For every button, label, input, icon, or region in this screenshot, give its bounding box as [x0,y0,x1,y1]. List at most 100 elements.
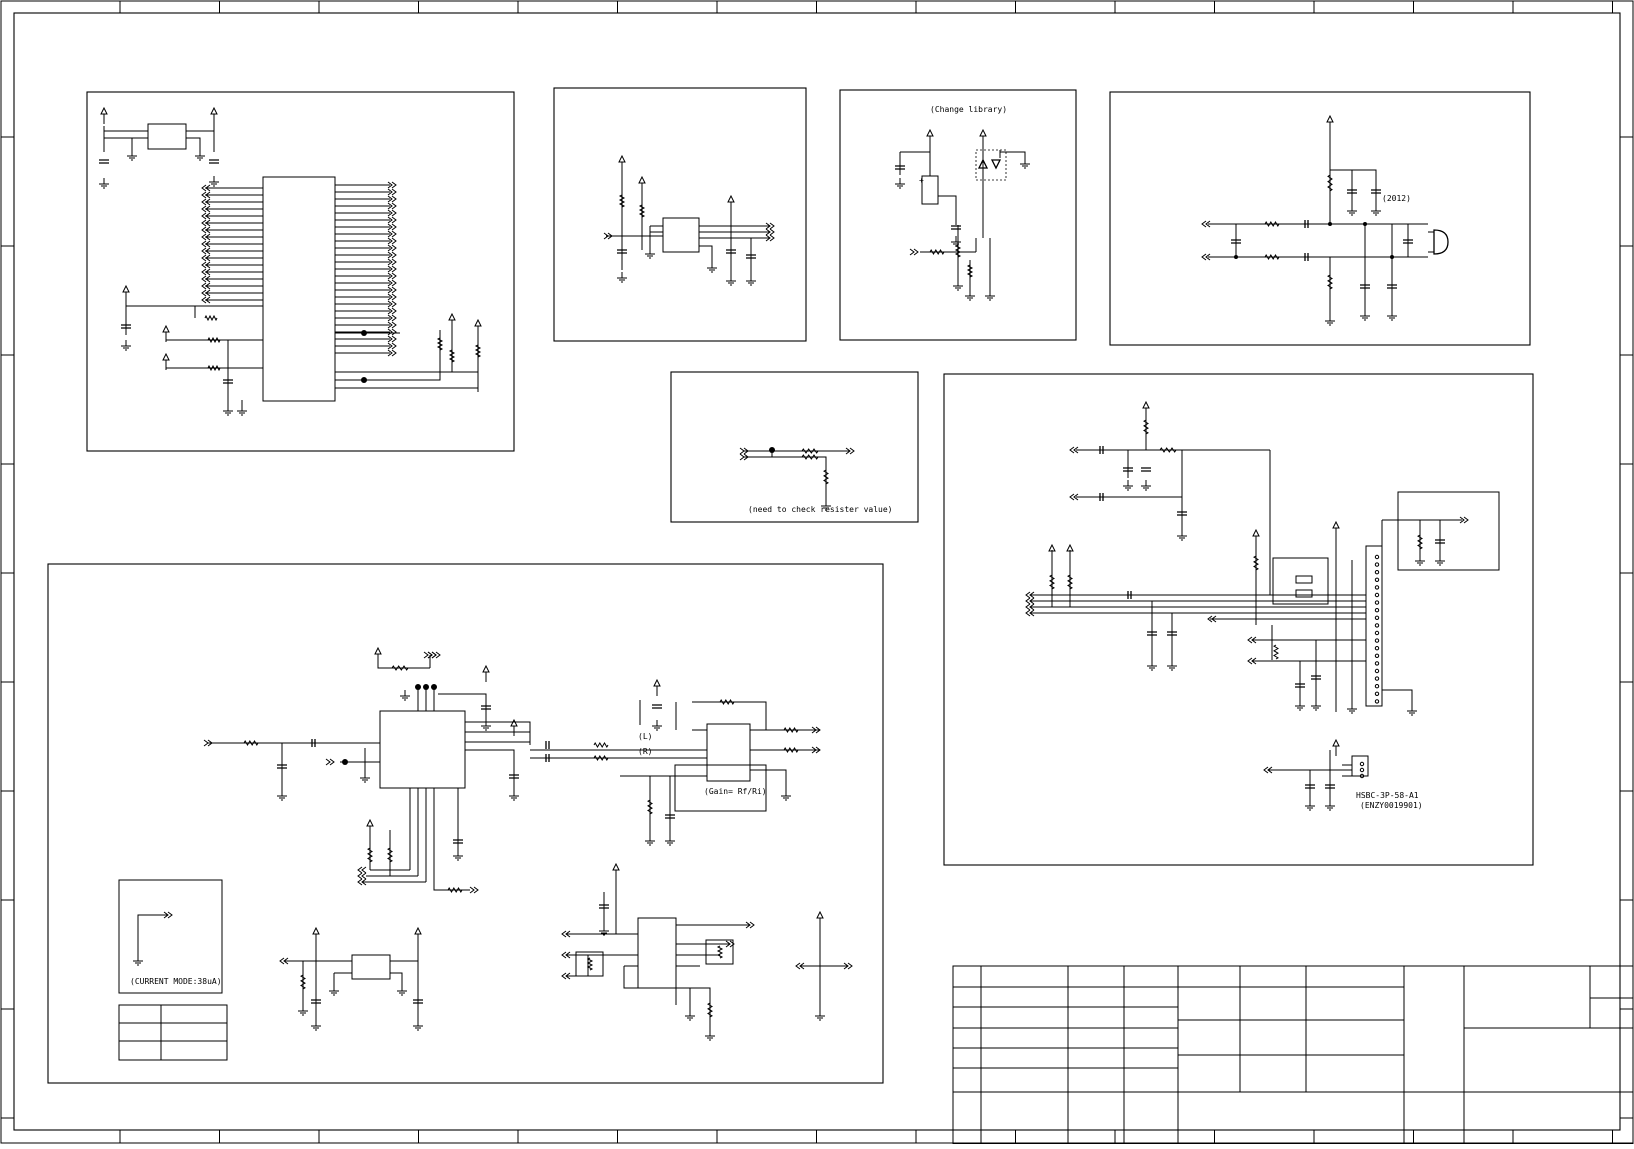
offpage-connector-icon [201,191,211,199]
offpage-connector-icon [387,279,397,287]
offpage-connector-icon [387,300,397,308]
capacitor-icon [1347,189,1357,194]
ground-icon [1123,480,1133,491]
ground-icon [1415,555,1425,566]
offpage-connector-icon [387,335,397,343]
offpage-connector-icon [843,962,853,970]
offpage-connector-icon [387,314,397,322]
connector-pin [1374,630,1380,636]
main-ic-chip [262,176,336,402]
offpage-connector-icon [1025,603,1035,611]
offpage-connector-icon [201,198,211,206]
capacitor-icon [413,999,423,1004]
power-arrow-icon [448,312,456,330]
offpage-connector-icon [387,195,397,203]
power-arrow-icon [162,324,170,342]
microphone-icon [1433,229,1449,255]
capacitor-icon [1147,631,1157,636]
ground-icon [1435,555,1445,566]
ground-icon [1407,705,1417,716]
power-arrow-icon [653,678,661,696]
ground-icon [209,176,219,187]
header-pin [1359,761,1365,767]
block-mic-frame [1109,91,1531,346]
ground-icon [298,1005,308,1016]
switch-element [1295,575,1313,584]
power-arrow-icon [1326,114,1334,132]
capacitor-icon [209,159,219,164]
offpage-connector-icon [387,342,397,350]
offpage-connector-icon [765,234,775,242]
connector-pin [1374,676,1380,681]
ground-icon [1295,700,1305,711]
ground-icon [413,1020,423,1031]
ground-icon [705,1030,715,1041]
offpage-connector-icon [387,216,397,224]
resistor-icon [1253,555,1259,571]
ground-icon [781,790,791,801]
ground-icon [1387,310,1397,321]
regulator-chip [147,123,187,150]
ground-icon [652,720,662,731]
ground-icon [1325,315,1335,326]
capacitor-icon [223,379,233,384]
pin-marker-plus: + [919,176,924,185]
resistor-icon [719,699,735,705]
resistor-icon [1264,221,1280,227]
capacitor-icon [311,999,321,1004]
connector-pin [1374,585,1380,590]
capacitor-icon [481,705,491,710]
resistor-icon [801,454,819,460]
ground-icon [277,790,287,801]
power-arrow-icon [926,128,934,146]
connector-pin [1374,554,1380,560]
ground-icon [223,405,233,416]
capacitor-icon [1123,467,1133,472]
note-change-library: (Change library) [930,105,1007,114]
block-audio-frame [47,563,884,1084]
resistor-icon [783,727,799,733]
resistor-icon [1417,534,1423,550]
ground-icon [329,985,339,996]
connector-pin [1374,653,1380,658]
offpage-connector-icon [279,957,289,965]
power-arrow-icon [312,926,320,944]
resistor-icon [716,945,724,959]
connector-pin [1374,608,1380,613]
capacitor-icon [509,774,519,779]
label-channel-right: (R) [638,747,652,756]
note-connector-part: HSBC-3P-58-A1 [1356,791,1419,800]
resistor-icon [300,974,306,990]
capacitor-icon [277,764,287,769]
junction-dot [1390,255,1394,259]
led-package-outline [975,149,1007,181]
ground-icon [815,1010,825,1021]
capacitor-icon [599,904,609,909]
resistor-icon [586,957,594,971]
resistor-icon [204,314,218,322]
sub-filter-box [1397,491,1500,571]
note-connector-code: (ENZY0019901) [1360,801,1423,810]
capacitor-icon [1099,493,1104,501]
offpage-connector-icon [387,237,397,245]
resistor-icon [448,349,456,363]
connector-pin [1374,691,1380,696]
ground-icon [133,955,143,966]
offpage-connector-icon [1247,636,1257,644]
offpage-connector-icon [423,651,433,659]
power-arrow-icon [122,284,130,302]
offpage-connector-icon [431,651,441,659]
ground-icon [311,1020,321,1031]
ground-icon [617,272,627,283]
offpage-connector-icon [201,289,211,297]
capacitor-icon [617,249,627,254]
connector-pin [1374,684,1380,689]
capacitor-icon [1360,284,1370,289]
ground-icon [1020,158,1030,169]
offpage-connector-icon [845,447,855,455]
capacitor-icon [1403,239,1413,244]
note-current-mode: (CURRENT MODE:38uA) [130,977,222,986]
capacitor-icon [652,704,662,709]
offpage-connector-icon [201,296,211,304]
ground-icon [746,275,756,286]
